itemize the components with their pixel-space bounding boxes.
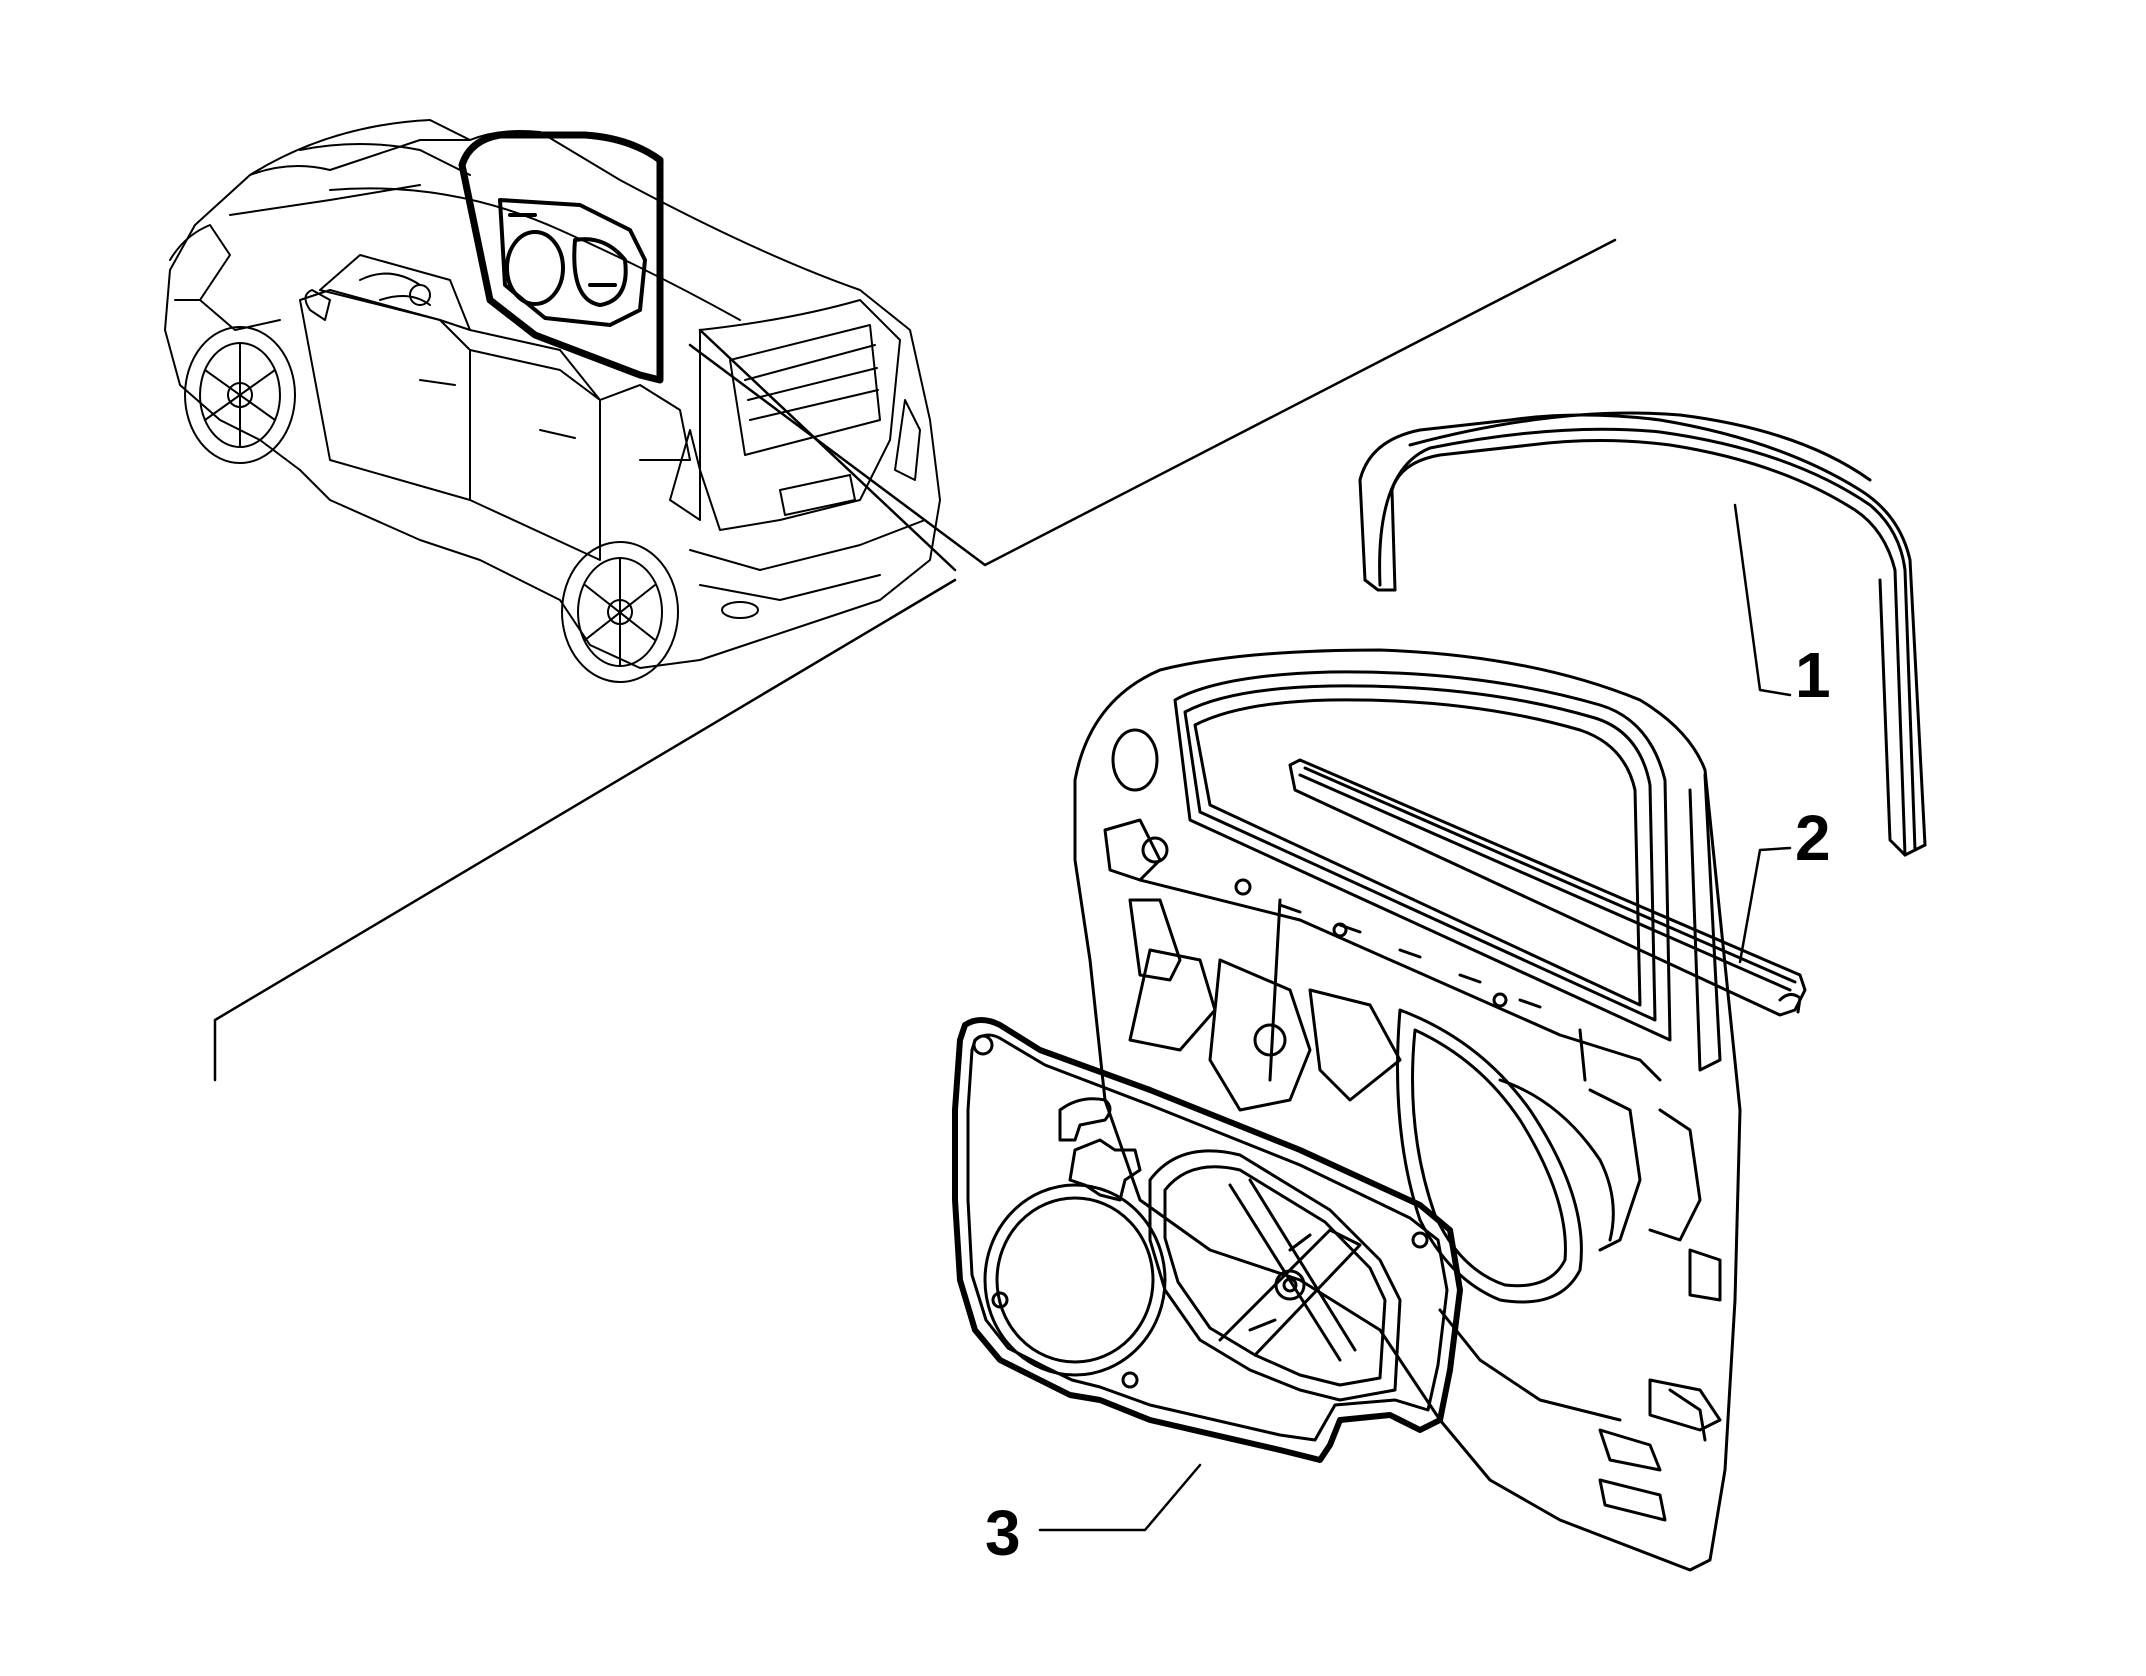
leader-3: [1038, 1463, 1202, 1532]
leader-1: [1733, 503, 1792, 697]
callout-1: 1: [1795, 639, 1831, 711]
car-door-highlight-detail: [498, 198, 647, 327]
callout-3: 3: [985, 1497, 1021, 1569]
car-door-highlight: [458, 131, 664, 384]
window-seal-icon: [1358, 411, 1927, 857]
leader-2: [1738, 846, 1792, 964]
inner-panel-icon: [952, 1017, 1463, 1463]
callout-2: 2: [1795, 802, 1831, 874]
callout-leaders: [1038, 503, 1792, 1532]
door-frame-icon: [1073, 648, 1742, 1572]
car-overview-icon: [164, 119, 941, 683]
overview-leader-lines: [213, 238, 1617, 1082]
